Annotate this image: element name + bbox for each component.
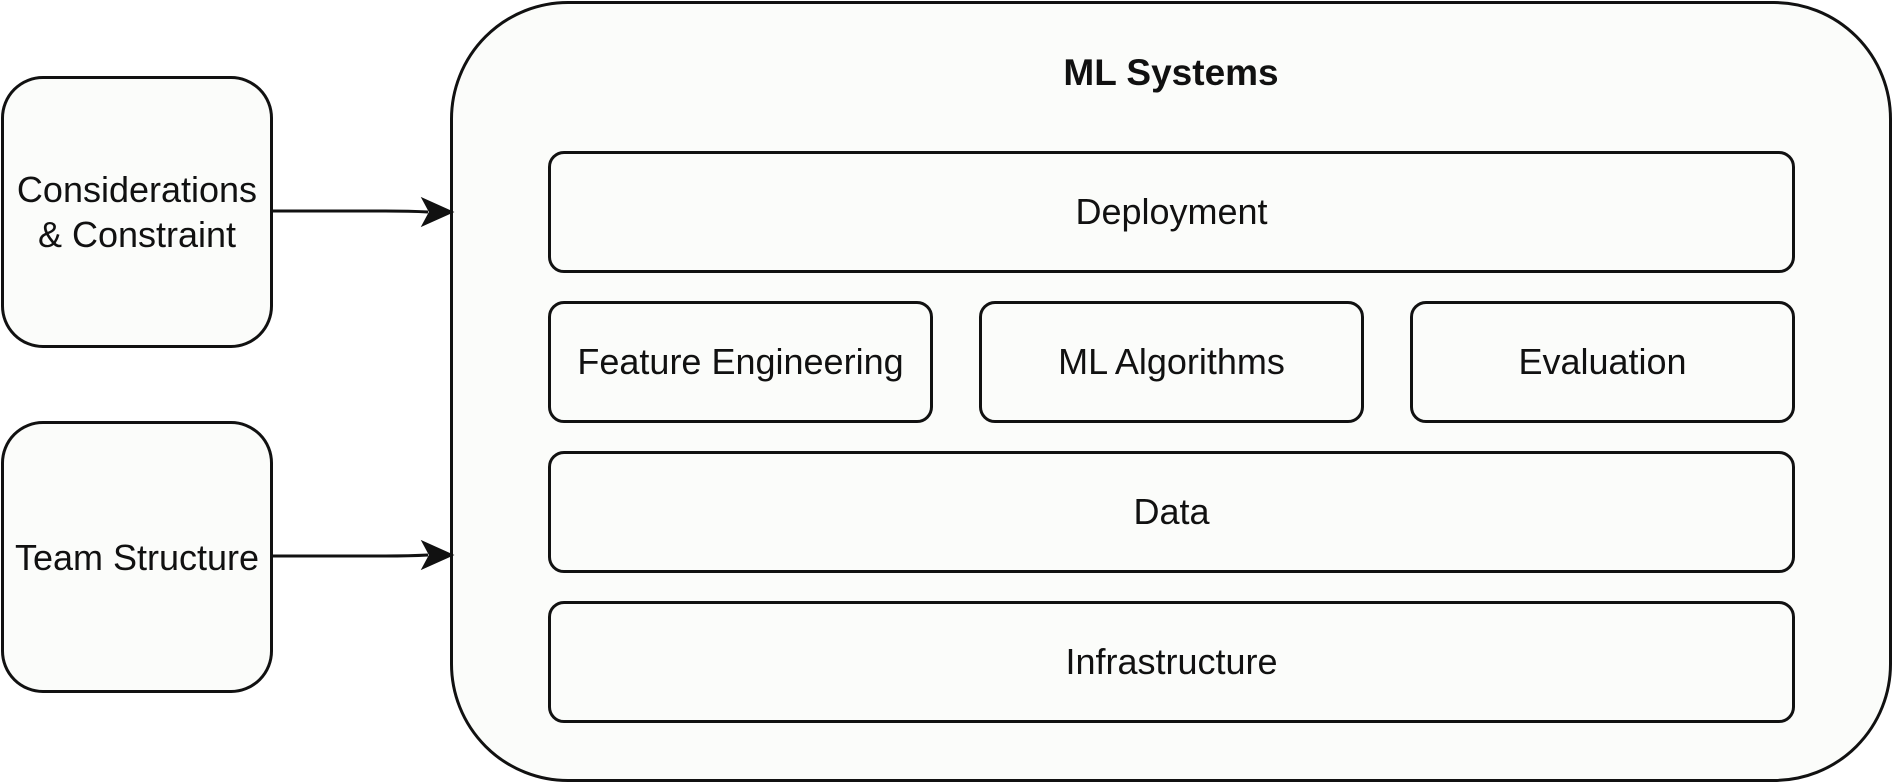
evaluation-box: Evaluation bbox=[1410, 301, 1795, 423]
team-structure-label: Team Structure bbox=[14, 536, 260, 578]
evaluation-label: Evaluation bbox=[1518, 341, 1687, 382]
arrow-considerations-to-ml-systems bbox=[273, 196, 455, 228]
infrastructure-label: Infrastructure bbox=[1065, 641, 1278, 682]
deployment-box: Deployment bbox=[548, 151, 1795, 273]
ml-systems-title: ML Systems bbox=[1063, 52, 1279, 93]
arrow-team-structure-to-ml-systems bbox=[273, 539, 455, 571]
deployment-label: Deployment bbox=[1075, 191, 1268, 232]
team-structure-box: Team Structure bbox=[1, 421, 273, 693]
infrastructure-box: Infrastructure bbox=[548, 601, 1795, 723]
considerations-constraint-box: Considerations & Constraint bbox=[1, 76, 273, 348]
data-box: Data bbox=[548, 451, 1795, 573]
ml-algorithms-box: ML Algorithms bbox=[979, 301, 1364, 423]
considerations-constraint-label: Considerations & Constraint bbox=[16, 169, 258, 255]
feature-engineering-label: Feature Engineering bbox=[577, 341, 904, 382]
ml-algorithms-label: ML Algorithms bbox=[1058, 341, 1285, 382]
feature-engineering-box: Feature Engineering bbox=[548, 301, 933, 423]
data-label: Data bbox=[1133, 491, 1210, 532]
